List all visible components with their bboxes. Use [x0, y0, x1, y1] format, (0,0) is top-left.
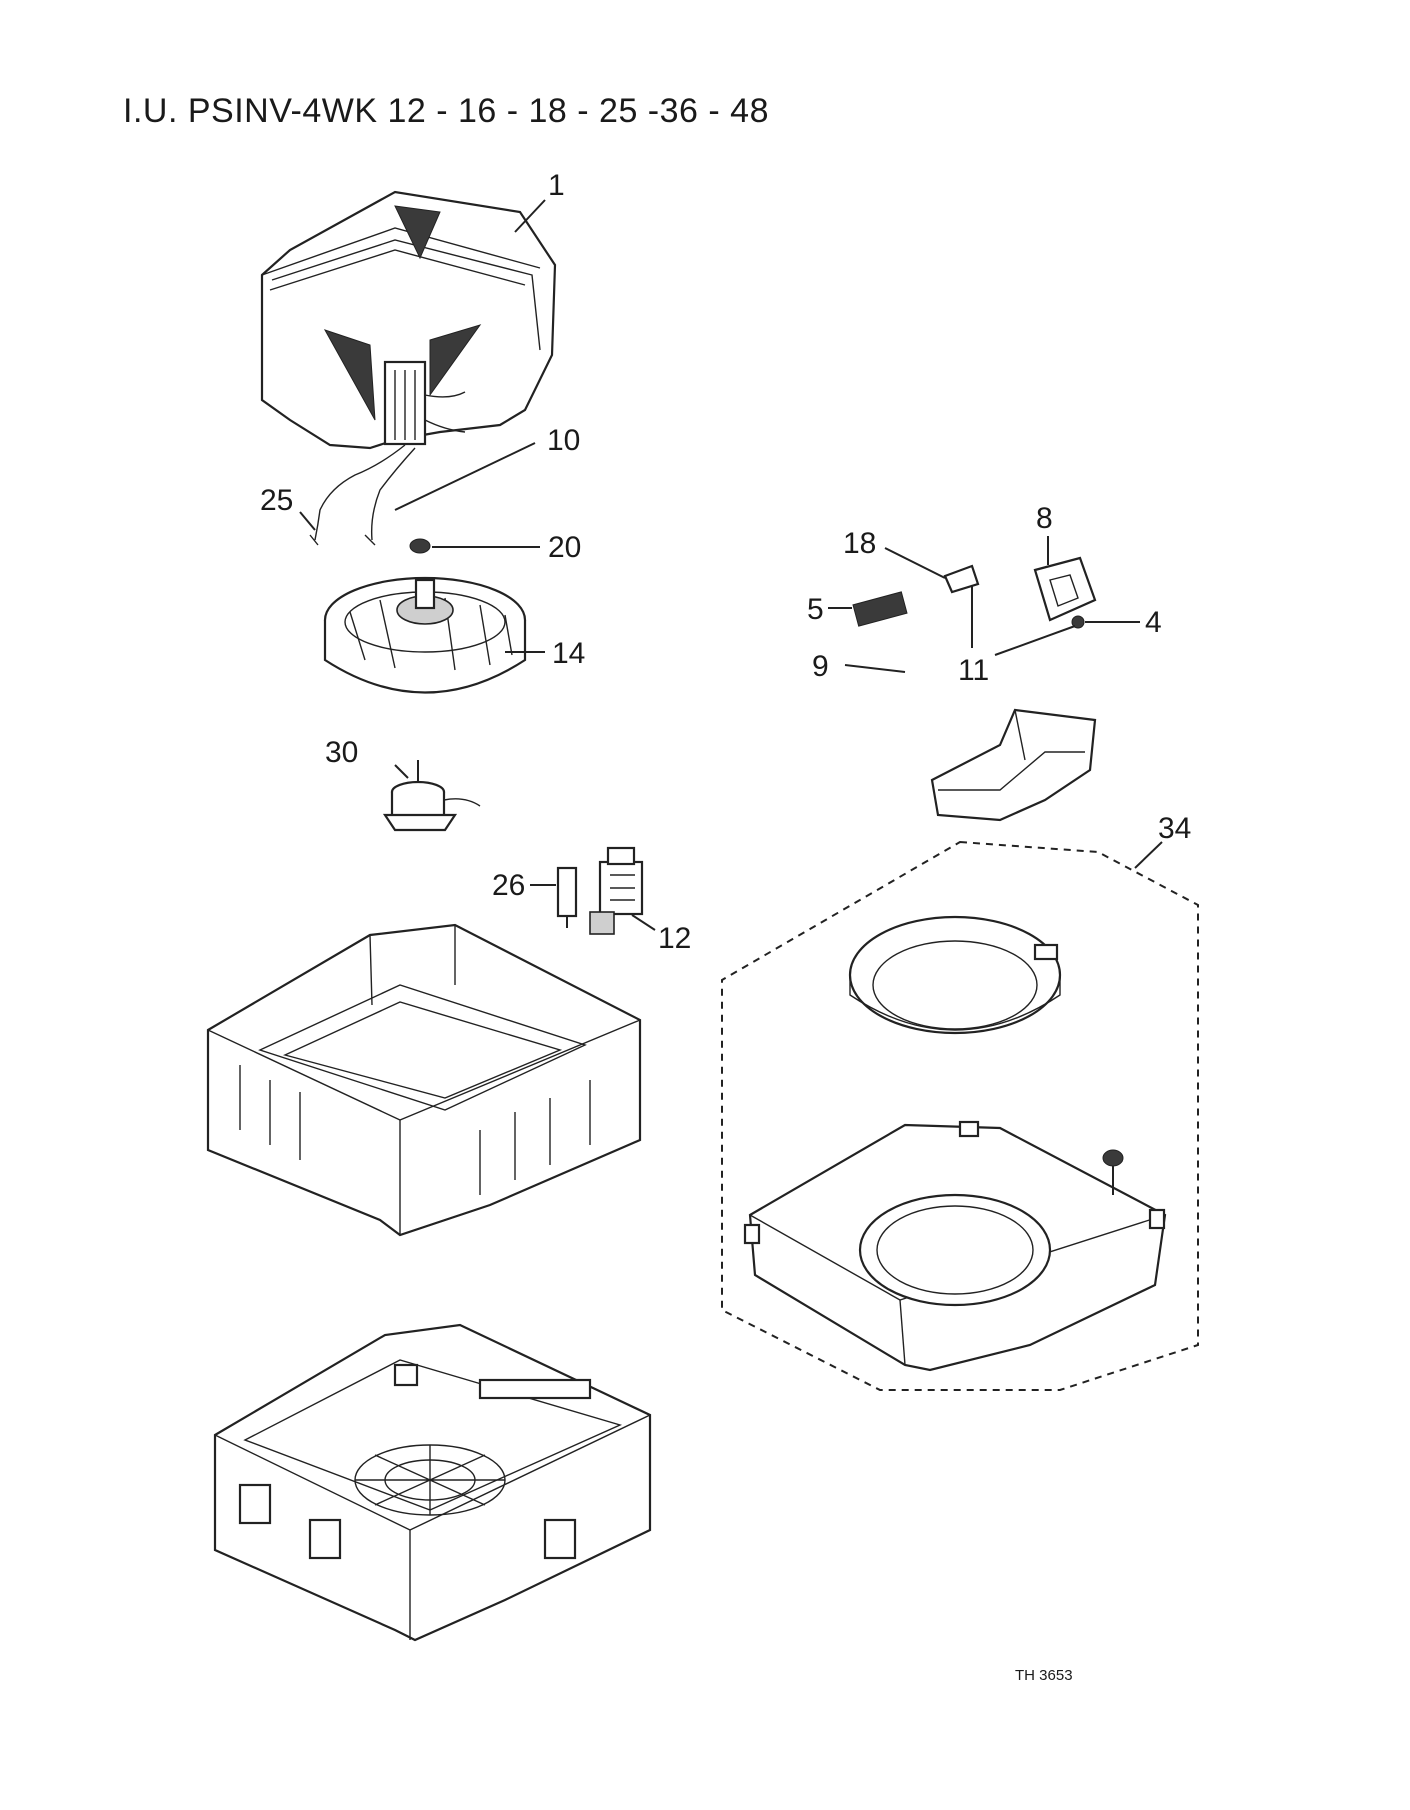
fan-nut: [409, 538, 431, 554]
callout-20: 20: [548, 531, 581, 564]
leader-line-10: [394, 442, 536, 511]
terminal-block-5: [852, 591, 908, 627]
leader-line-18: [884, 547, 946, 579]
grille-ring: [848, 915, 1062, 1035]
callout-8: 8: [1036, 502, 1053, 535]
callout-18: 18: [843, 527, 876, 560]
electrical-box-cover: [930, 708, 1097, 822]
fan-motor: [382, 760, 481, 832]
cabinet-frame: [213, 1323, 652, 1642]
callout-12: 12: [658, 922, 691, 955]
callout-9: 9: [812, 650, 829, 683]
bracket-18: [943, 564, 980, 594]
drain-pan: [206, 923, 642, 1237]
pin-9: [844, 664, 906, 673]
grille-assembly-outline: [721, 840, 1199, 1391]
callout-11: 11: [958, 654, 989, 687]
callout-25: 25: [260, 484, 293, 517]
leader-line-25: [299, 511, 316, 531]
leader-line-1: [514, 199, 546, 233]
callout-4: 4: [1145, 606, 1162, 639]
screw-4: [1071, 615, 1085, 629]
drawing-reference-code: TH 3653: [1015, 1667, 1073, 1684]
grille-frame: [743, 1120, 1167, 1372]
sensor-cables: [309, 444, 416, 546]
callout-10: 10: [547, 424, 580, 457]
leader-line-12: [631, 914, 656, 931]
callout-14: 14: [552, 637, 585, 670]
callout-26: 26: [492, 869, 525, 902]
heat-exchanger-coil: [260, 190, 557, 450]
drain-pump: [589, 846, 644, 935]
page-title: I.U. PSINV-4WK 12 - 16 - 18 - 25 -36 - 4…: [123, 92, 769, 130]
callout-5: 5: [807, 593, 824, 626]
turbo-fan: [323, 576, 527, 694]
callout-1: 1: [548, 169, 565, 202]
leader-line-11b: [994, 625, 1076, 656]
float-switch: [556, 866, 578, 928]
callout-34: 34: [1158, 812, 1191, 845]
leader-line-34: [1134, 841, 1163, 869]
control-box-board: [1033, 556, 1097, 622]
leader-line-30: [394, 764, 409, 779]
callout-30: 30: [325, 736, 358, 769]
